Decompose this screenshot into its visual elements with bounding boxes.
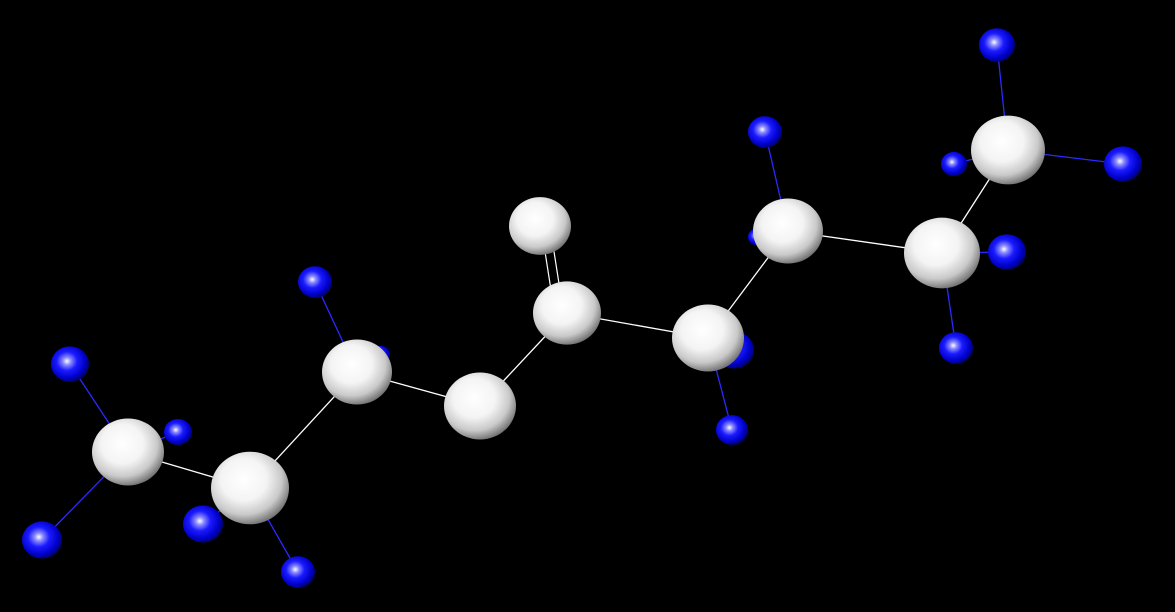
heavy-atom-sphere xyxy=(509,197,571,255)
hydrogen-atom-sphere xyxy=(988,234,1026,270)
hydrogen-atom-sphere xyxy=(298,266,332,298)
heavy-atom-sphere xyxy=(533,281,601,345)
hydrogen-atom-sphere xyxy=(281,556,315,588)
heavy-atom-sphere xyxy=(904,217,980,289)
hydrogen-atom-sphere xyxy=(22,521,62,559)
hydrogen-atom-sphere xyxy=(51,346,89,382)
heavy-atom-sphere xyxy=(92,418,164,486)
hydrogen-atom-sphere xyxy=(716,415,748,445)
hydrogen-atom-sphere xyxy=(164,418,192,446)
hydrogen-atom-sphere xyxy=(183,505,223,543)
hydrogen-atom-sphere xyxy=(1104,146,1142,182)
hydrogen-atom-sphere xyxy=(939,332,973,364)
hydrogen-atom-sphere xyxy=(979,28,1015,62)
hydrogen-atom-sphere xyxy=(941,151,967,177)
heavy-atom-sphere xyxy=(971,115,1045,185)
hydrogen-atom-sphere xyxy=(748,116,782,148)
heavy-atom-sphere xyxy=(322,339,392,405)
heavy-atom-sphere xyxy=(672,304,744,372)
heavy-atom-sphere xyxy=(753,198,823,264)
heavy-atom-sphere xyxy=(444,372,516,440)
atoms-layer xyxy=(22,28,1142,588)
heavy-atom-sphere xyxy=(211,451,289,525)
